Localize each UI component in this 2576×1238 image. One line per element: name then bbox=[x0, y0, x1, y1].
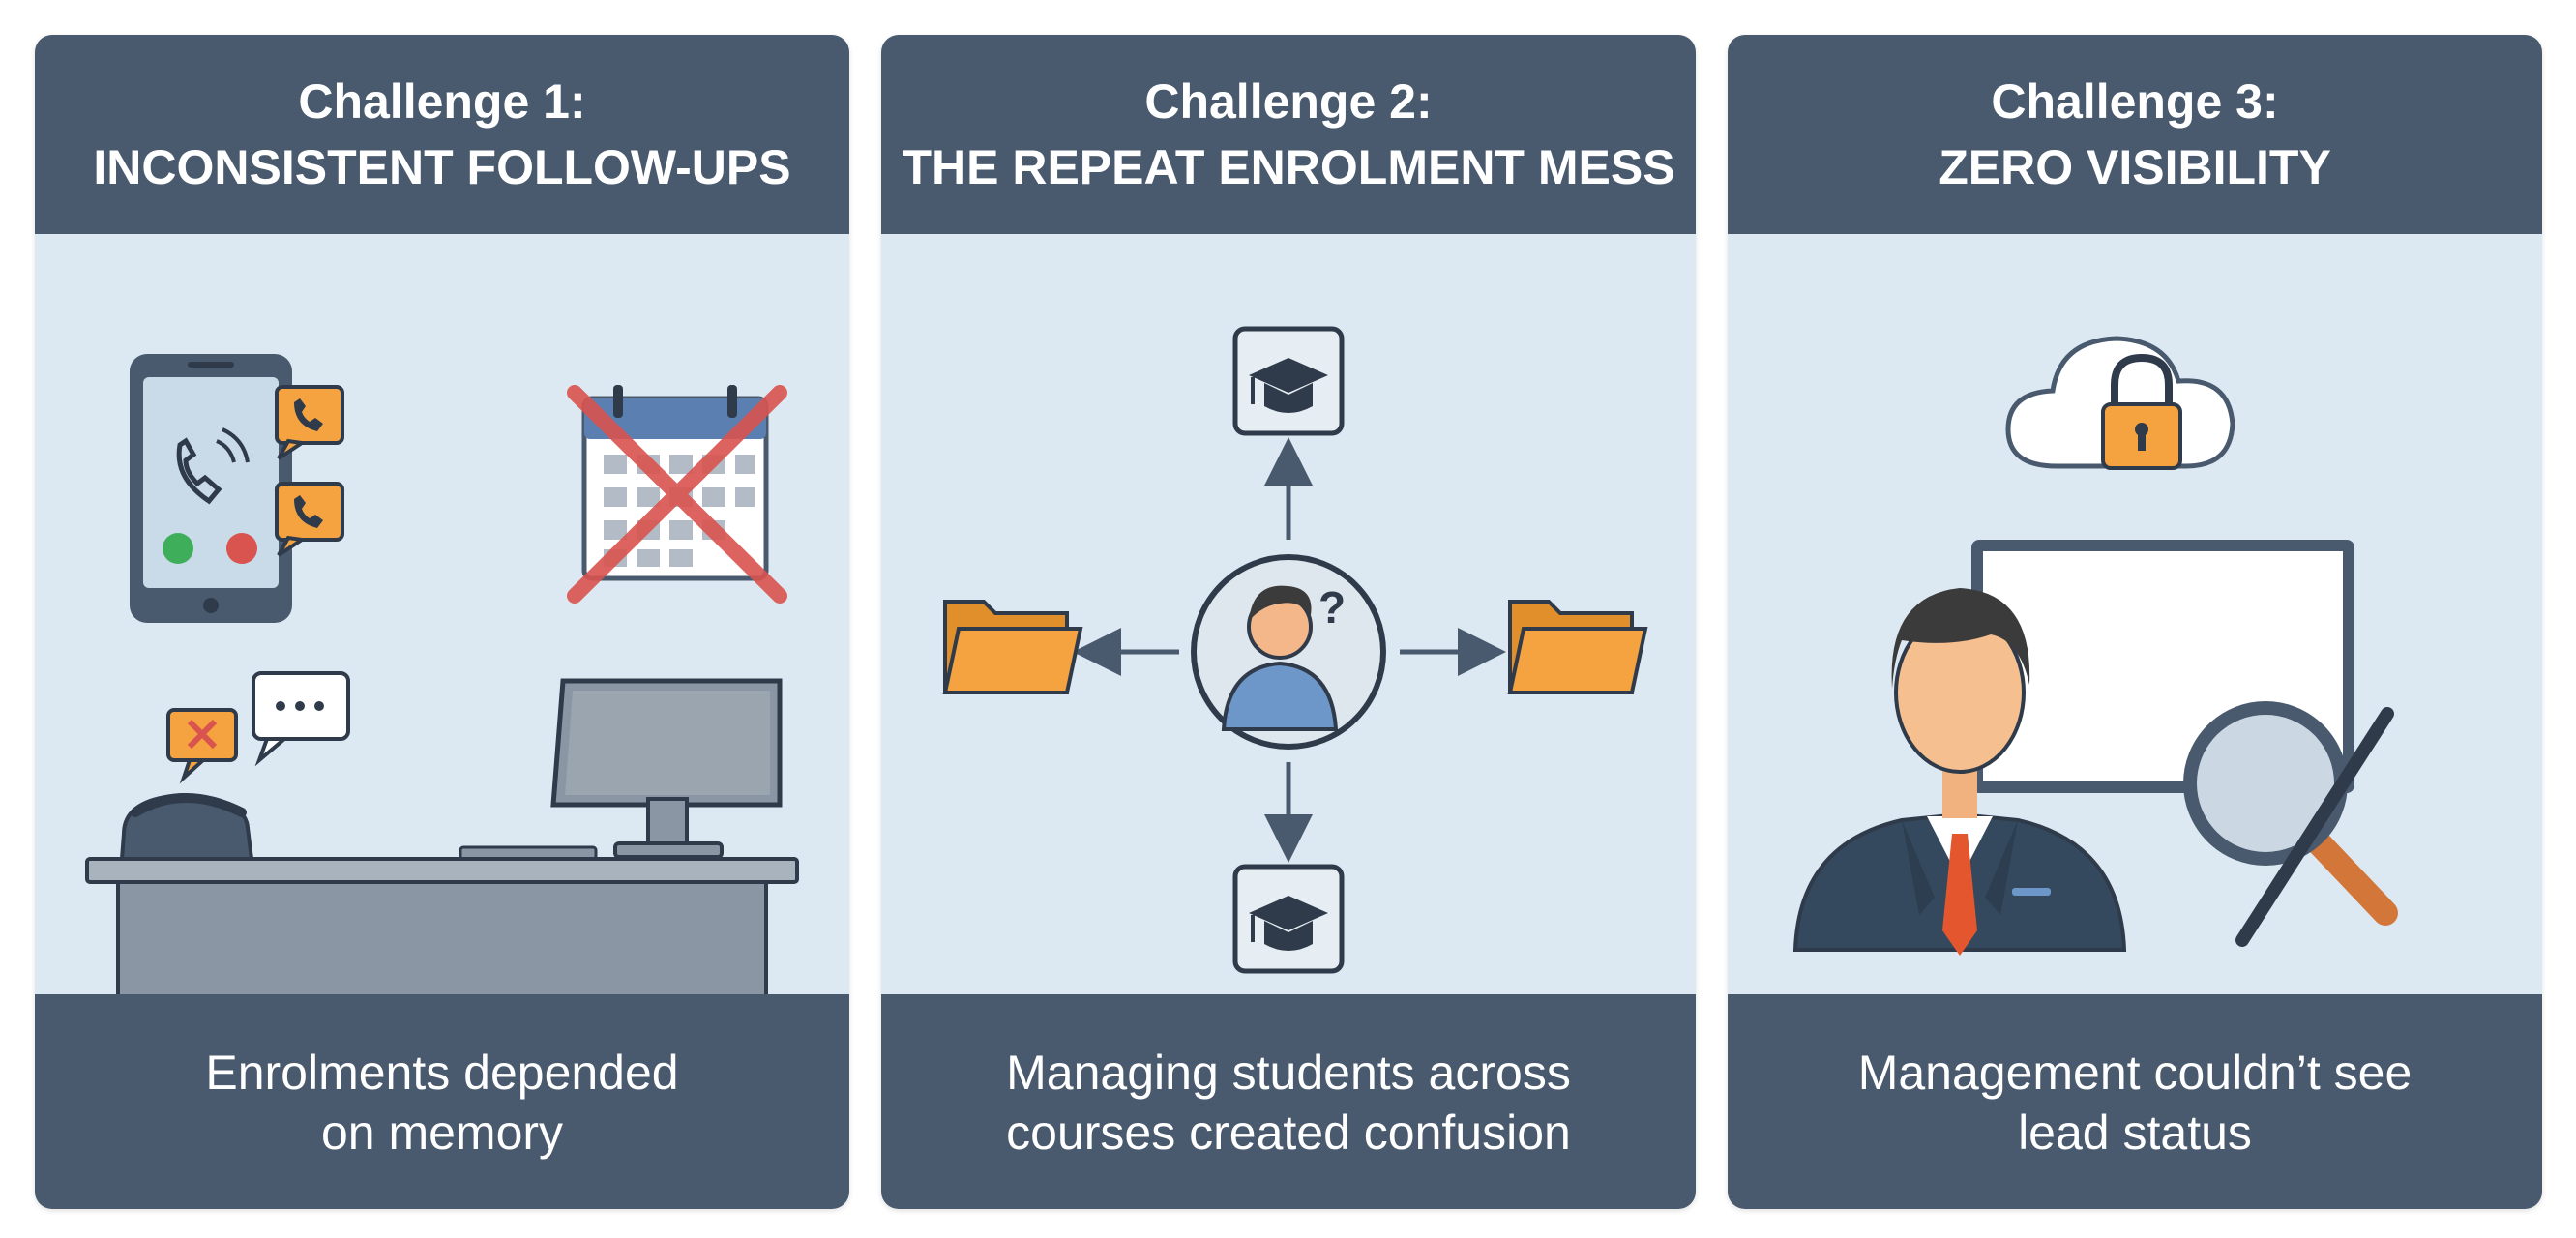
challenge-3-title: Challenge 3: bbox=[1991, 74, 2279, 129]
computer-monitor-icon bbox=[459, 678, 783, 861]
challenge-1-header: Challenge 1: INCONSISTENT FOLLOW-UPS bbox=[35, 35, 849, 234]
challenge-1-caption-line-2: on memory bbox=[320, 1105, 564, 1160]
graduation-cap-icon bbox=[1232, 326, 1345, 436]
challenge-1-card: Challenge 1: INCONSISTENT FOLLOW-UPS bbox=[35, 35, 849, 1209]
magnifier-crossed-icon bbox=[2183, 701, 2398, 947]
desk-phone-icon bbox=[119, 792, 254, 861]
challenge-3-illustration bbox=[1792, 336, 2398, 956]
challenge-1-title: Challenge 1: bbox=[298, 74, 586, 129]
phone-call-icon bbox=[275, 385, 344, 557]
challenge-1-footer: Enrolments depended on memory bbox=[35, 994, 849, 1209]
challenge-2-footer: Managing students across courses created… bbox=[881, 994, 1696, 1209]
challenge-3-caption-line-1: Management couldn’t see bbox=[1857, 1046, 2413, 1100]
challenge-3-caption-line-2: lead status bbox=[2018, 1105, 2252, 1160]
challenge-1-illustration bbox=[85, 354, 799, 994]
challenge-3-subtitle: ZERO VISIBILITY bbox=[1939, 140, 2331, 194]
calendar-crossed-icon bbox=[567, 385, 787, 604]
cloud-lock-icon bbox=[2005, 336, 2235, 470]
challenge-2-subtitle: THE REPEAT ENROLMENT MESS bbox=[902, 140, 1675, 194]
challenge-2-header: Challenge 2: THE REPEAT ENROLMENT MESS bbox=[881, 35, 1696, 234]
smartphone-icon bbox=[130, 354, 292, 623]
confused-student-icon: ? bbox=[1191, 554, 1386, 750]
folder-icon bbox=[942, 600, 1083, 694]
arrow-icon bbox=[1073, 437, 1506, 863]
svg-text:?: ? bbox=[1318, 582, 1346, 633]
challenge-3-footer: Management couldn’t see lead status bbox=[1728, 994, 2542, 1209]
graduation-cap-icon bbox=[1232, 864, 1345, 974]
desk-icon bbox=[85, 857, 799, 994]
folder-icon bbox=[1507, 600, 1648, 694]
challenge-1-subtitle: INCONSISTENT FOLLOW-UPS bbox=[93, 140, 791, 194]
challenge-2-caption-line-2: courses created confusion bbox=[1006, 1105, 1571, 1160]
challenge-3-header: Challenge 3: ZERO VISIBILITY bbox=[1728, 35, 2542, 234]
challenge-3-card: Challenge 3: ZERO VISIBILITY bbox=[1728, 35, 2542, 1209]
challenge-2-illustration: ? bbox=[942, 326, 1648, 974]
challenge-2-caption-line-1: Managing students across bbox=[1006, 1046, 1571, 1100]
challenge-2-card: Challenge 2: THE REPEAT ENROLMENT MESS bbox=[881, 35, 1696, 1209]
challenge-2-title: Challenge 2: bbox=[1144, 74, 1433, 129]
chat-bubble-icon bbox=[166, 671, 350, 784]
challenge-1-caption-line-1: Enrolments depended bbox=[205, 1046, 679, 1100]
manager-icon bbox=[1792, 588, 2127, 956]
